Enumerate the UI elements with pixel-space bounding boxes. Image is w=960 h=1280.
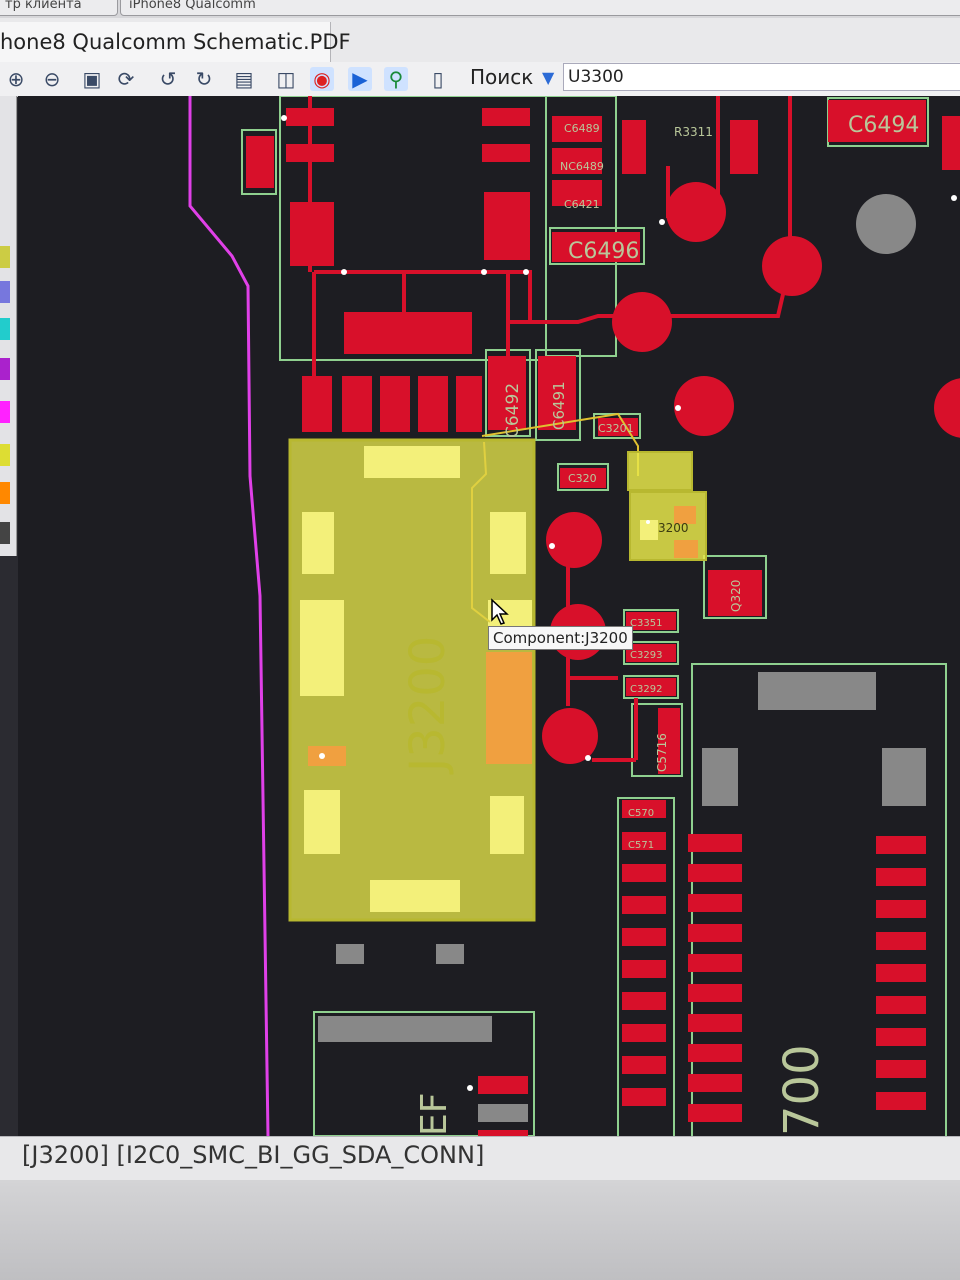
component-outline — [617, 797, 675, 1136]
browser-tab-bar: тр клиента iPhone8 Qualcomm — [0, 0, 960, 18]
label-c5716: C5716 — [655, 733, 669, 772]
u3200-component[interactable] — [627, 451, 707, 561]
label-c6492: C6492 — [503, 383, 523, 438]
refresh-icon[interactable]: ⟳ — [117, 67, 135, 91]
component-outline — [557, 463, 609, 491]
label-j3200: J3200 — [400, 636, 456, 775]
tab-iphone8[interactable]: iPhone8 Qualcomm — [120, 0, 960, 16]
toolbar: ⊕ ⊖ ▣ ⟳ ↺ ↻ ▤ ◫ ◉ ▶ ⚲ ▯ Поиск ▼ — [0, 62, 960, 97]
j3200-component[interactable] — [288, 412, 639, 922]
component-tooltip: Component:J3200 — [488, 626, 633, 650]
rotate-left-icon[interactable]: ↺ — [159, 67, 177, 91]
label-r3311: R3311 — [674, 125, 713, 139]
label-big-700: 700 — [774, 1044, 830, 1136]
label-q320: Q320 — [729, 580, 743, 612]
search-input[interactable] — [563, 63, 960, 91]
layer-swatch[interactable] — [0, 444, 10, 466]
component-outline — [549, 227, 645, 265]
layer-palette — [0, 96, 17, 556]
fit-icon[interactable]: ▣ — [82, 67, 102, 91]
label-c6494: C6494 — [848, 113, 919, 138]
layer-swatch[interactable] — [0, 318, 10, 340]
document-title-row: hone8 Qualcomm Schematic.PDF — [0, 18, 960, 64]
label-nc6489: NC6489 — [560, 160, 604, 173]
layer-swatch[interactable] — [0, 281, 10, 303]
label-c3351: C3351 — [630, 618, 662, 629]
search-dropdown-icon[interactable]: ▼ — [542, 68, 555, 87]
label-c3201: C3201 — [598, 422, 634, 435]
zoom-out-icon[interactable]: ⊖ — [43, 67, 61, 91]
label-c320: C320 — [568, 472, 597, 485]
mouse-icon[interactable]: ▯ — [432, 67, 444, 91]
document-tab[interactable]: hone8 Qualcomm Schematic.PDF — [0, 22, 351, 62]
tab-client[interactable]: тр клиента — [0, 0, 118, 16]
component-outline — [631, 703, 683, 777]
paint-icon[interactable]: ▤ — [234, 67, 254, 91]
diode-icon[interactable]: ▶ — [348, 67, 372, 91]
label-c6491: C6491 — [550, 381, 568, 430]
flip-icon[interactable]: ◫ — [276, 67, 296, 91]
pin-rows — [478, 800, 926, 1136]
highlight-icon[interactable]: ◉ — [310, 67, 334, 91]
layer-swatch[interactable] — [0, 358, 10, 380]
rotate-right-icon[interactable]: ↻ — [195, 67, 213, 91]
monitor-bezel — [0, 1180, 960, 1280]
label-u3200: 3200 — [658, 521, 689, 535]
label-c6421: C6421 — [564, 198, 600, 211]
component-outline — [623, 641, 679, 665]
status-net-text: [J3200] [I2C0_SMC_BI_GG_SDA_CONN] — [22, 1141, 485, 1169]
label-c3292: C3292 — [630, 684, 662, 695]
pcb-canvas[interactable]: C6494 C6496 C6492 C6491 C6489 NC6489 C64… — [18, 96, 960, 1136]
component-outline — [623, 675, 679, 699]
label-c3293: C3293 — [630, 650, 662, 661]
zoom-in-icon[interactable]: ⊕ — [7, 67, 25, 91]
label-c5711: C571 — [628, 840, 654, 851]
status-bar: [J3200] [I2C0_SMC_BI_GG_SDA_CONN] — [0, 1136, 960, 1181]
component-outline — [535, 349, 581, 441]
component-outline — [241, 129, 277, 195]
layer-swatch[interactable] — [0, 482, 10, 504]
search-label: Поиск — [470, 65, 534, 89]
label-c5704: C570 — [628, 808, 654, 819]
mouse-cursor-icon — [491, 598, 509, 625]
layer-swatch[interactable] — [0, 246, 10, 268]
component-outline — [703, 555, 767, 619]
layer-swatch[interactable] — [0, 401, 10, 423]
label-c6496: C6496 — [568, 239, 639, 264]
component-outline — [623, 609, 679, 633]
layer-swatch[interactable] — [0, 522, 10, 544]
label-c6489: C6489 — [564, 122, 600, 135]
label-ef: EF — [414, 1093, 455, 1136]
net-icon[interactable]: ⚲ — [384, 67, 408, 91]
component-outline — [313, 1011, 535, 1136]
board-edge-trace — [188, 96, 270, 1136]
